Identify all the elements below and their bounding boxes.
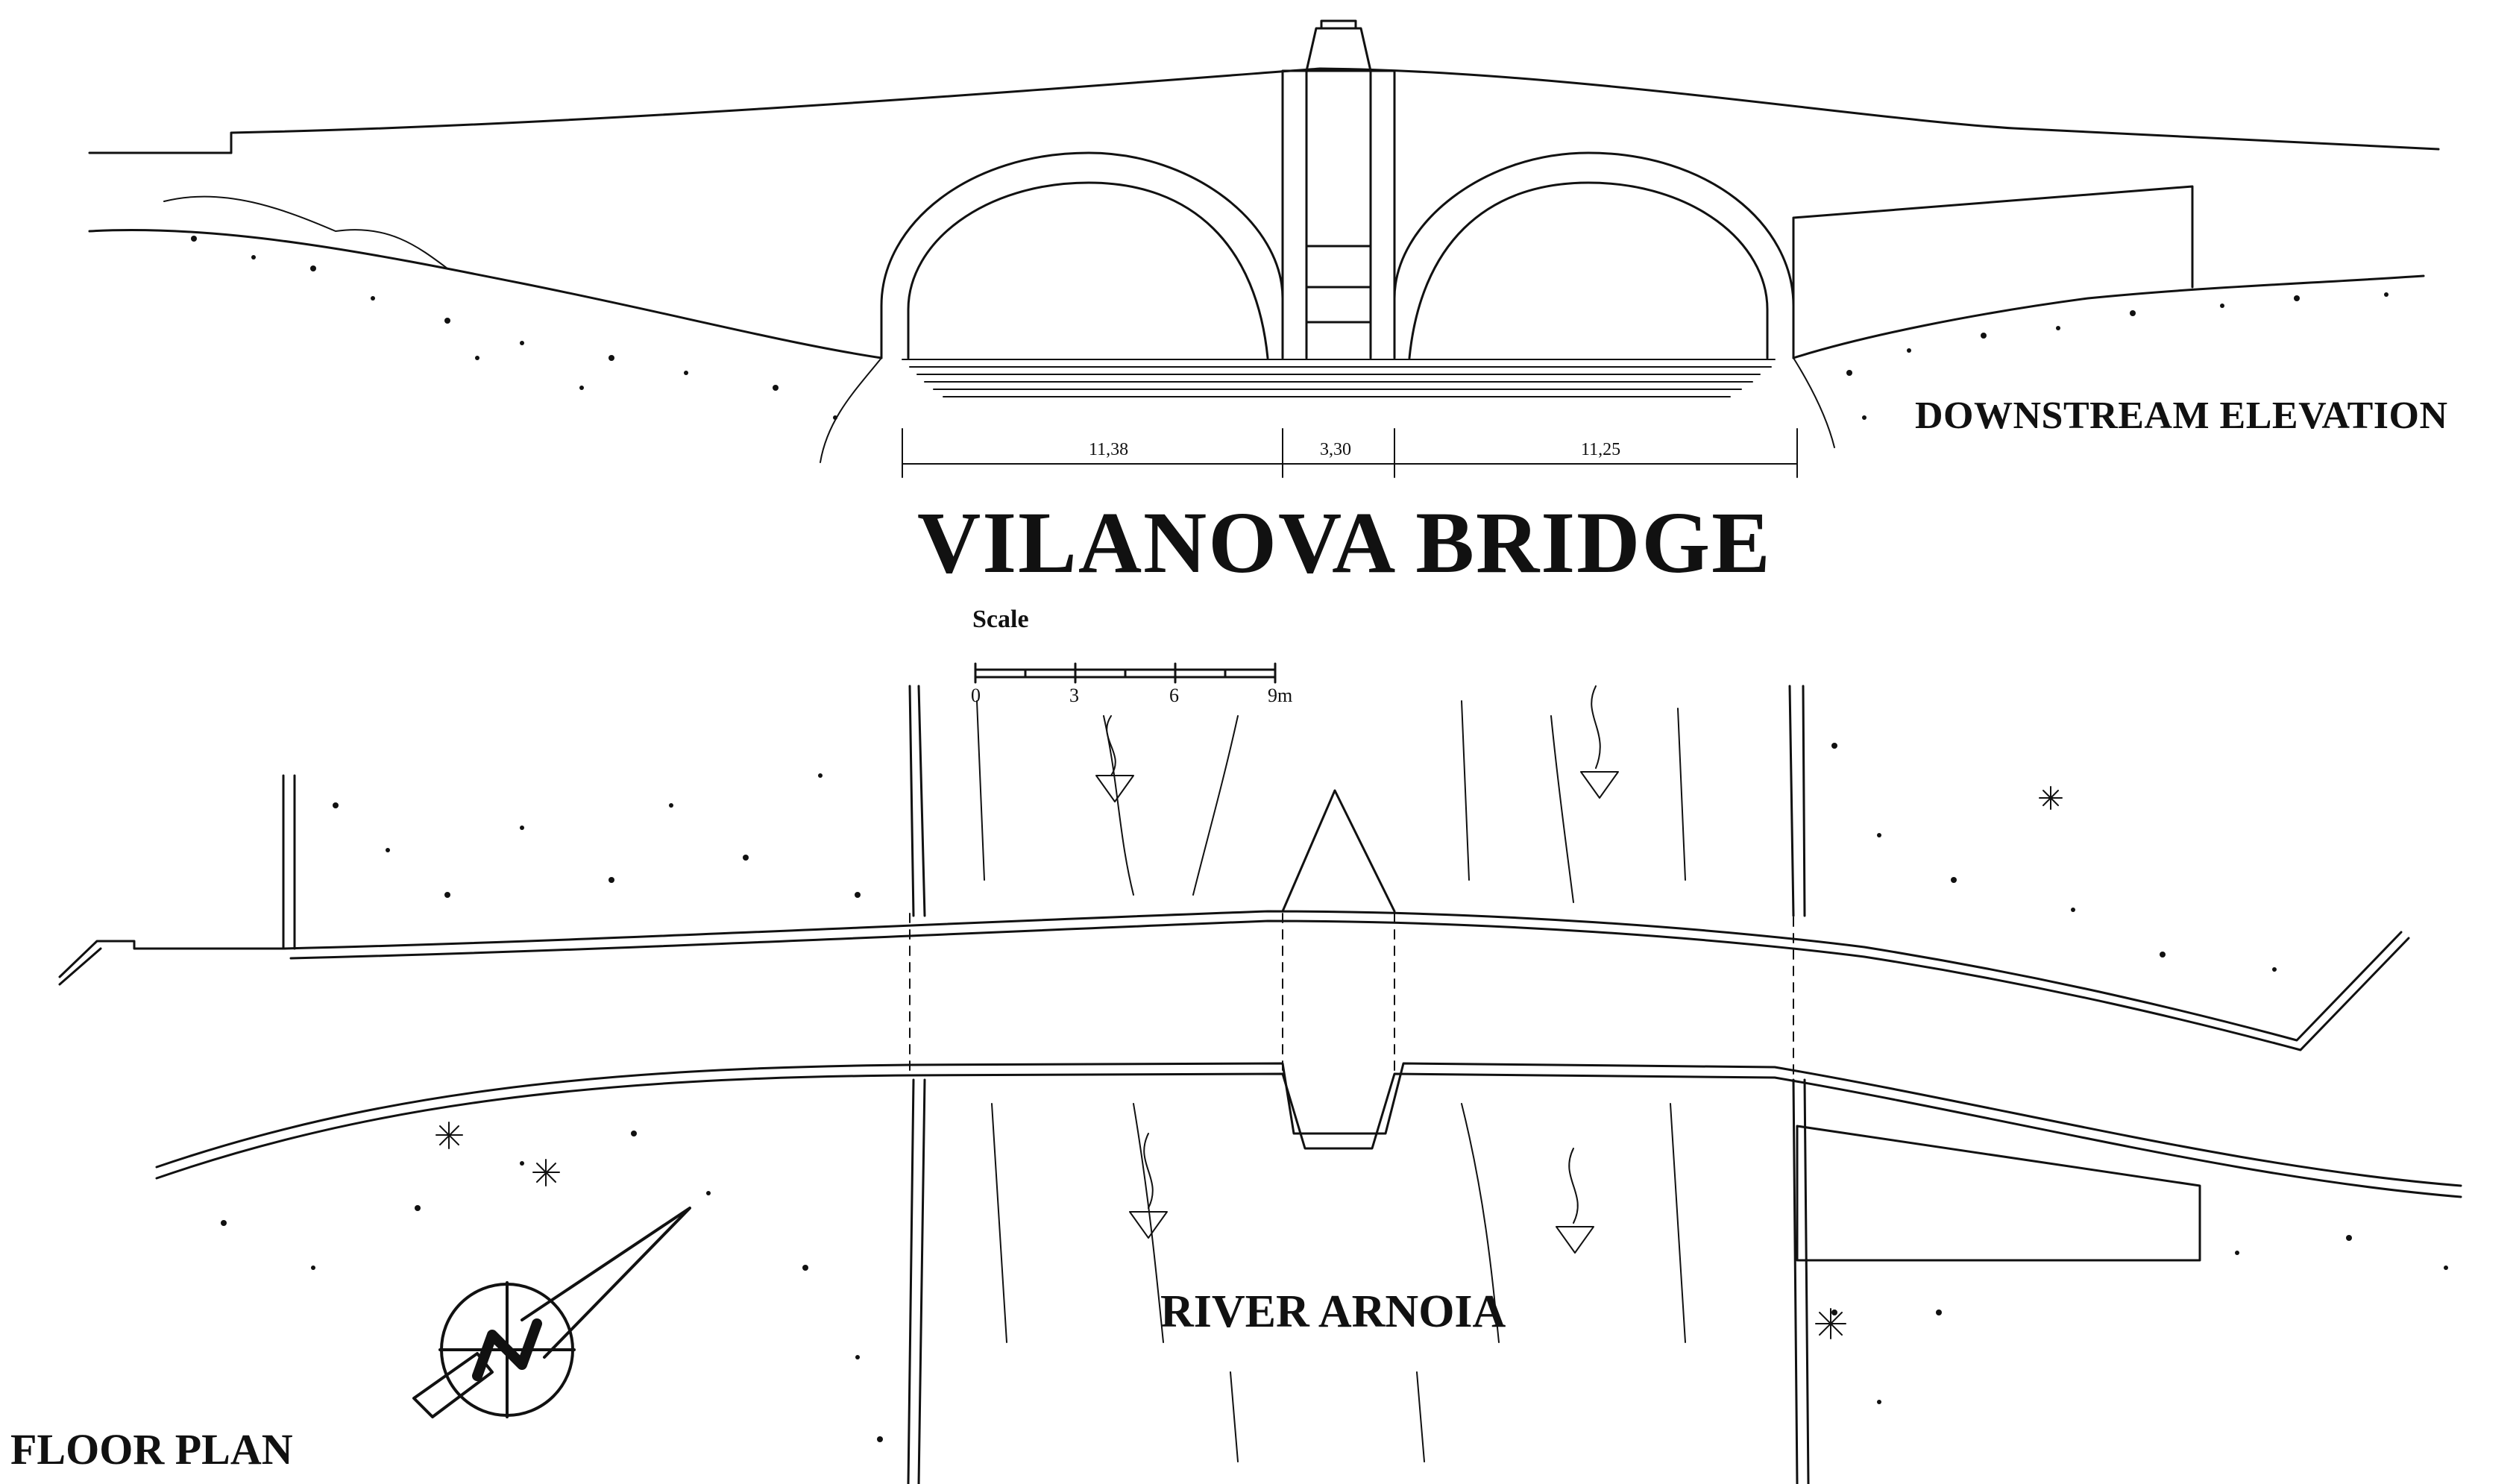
floor-plan-label: FLOOR PLAN <box>10 1425 293 1474</box>
deck-lower-edge <box>155 1072 2462 1198</box>
cutwater <box>1281 789 1396 913</box>
dimension-line <box>902 428 1798 478</box>
right-arch <box>1393 151 1795 359</box>
drawing-title: VILANOVA BRIDGE <box>917 494 1772 591</box>
left-arch <box>880 151 1284 359</box>
deck-upper-edge <box>58 910 2403 1042</box>
scale-title: Scale <box>972 606 1029 633</box>
river-right-bank <box>1788 685 1799 1484</box>
river-label: RIVER ARNOIA <box>1160 1286 1506 1337</box>
elevation-stipple <box>191 236 2389 420</box>
scale-tick-9m: 9m <box>1268 685 1293 706</box>
river-left-bank <box>917 685 926 1484</box>
plan-abutment <box>1796 1125 2201 1262</box>
shrub-marks <box>435 786 2063 1339</box>
left-bank <box>88 228 883 359</box>
dimension-left-span: 11,38 <box>1089 440 1129 459</box>
plan-view <box>58 685 2462 1484</box>
elevation-label: DOWNSTREAM ELEVATION <box>1915 394 2448 437</box>
north-arrow-icon <box>412 1207 691 1418</box>
scale-tick-3: 3 <box>1069 685 1079 706</box>
elevation-view <box>88 19 2440 478</box>
scale-tick-0: 0 <box>971 685 981 706</box>
projection-lines <box>909 913 1794 1078</box>
central-pier <box>1281 69 1396 359</box>
scale-tick-6: 6 <box>1169 685 1179 706</box>
scale-bar <box>974 662 1277 684</box>
right-abutment <box>1792 185 2194 359</box>
dimension-pier: 3,30 <box>1320 440 1351 459</box>
dimension-right-span: 11,25 <box>1581 440 1621 459</box>
flow-lines <box>976 700 1686 1462</box>
right-bank <box>1792 274 2425 359</box>
water-hatching <box>902 359 1776 397</box>
parapet-line <box>230 67 2440 154</box>
flow-arrows <box>1095 685 1619 1254</box>
plan-stipple <box>221 743 2448 1442</box>
